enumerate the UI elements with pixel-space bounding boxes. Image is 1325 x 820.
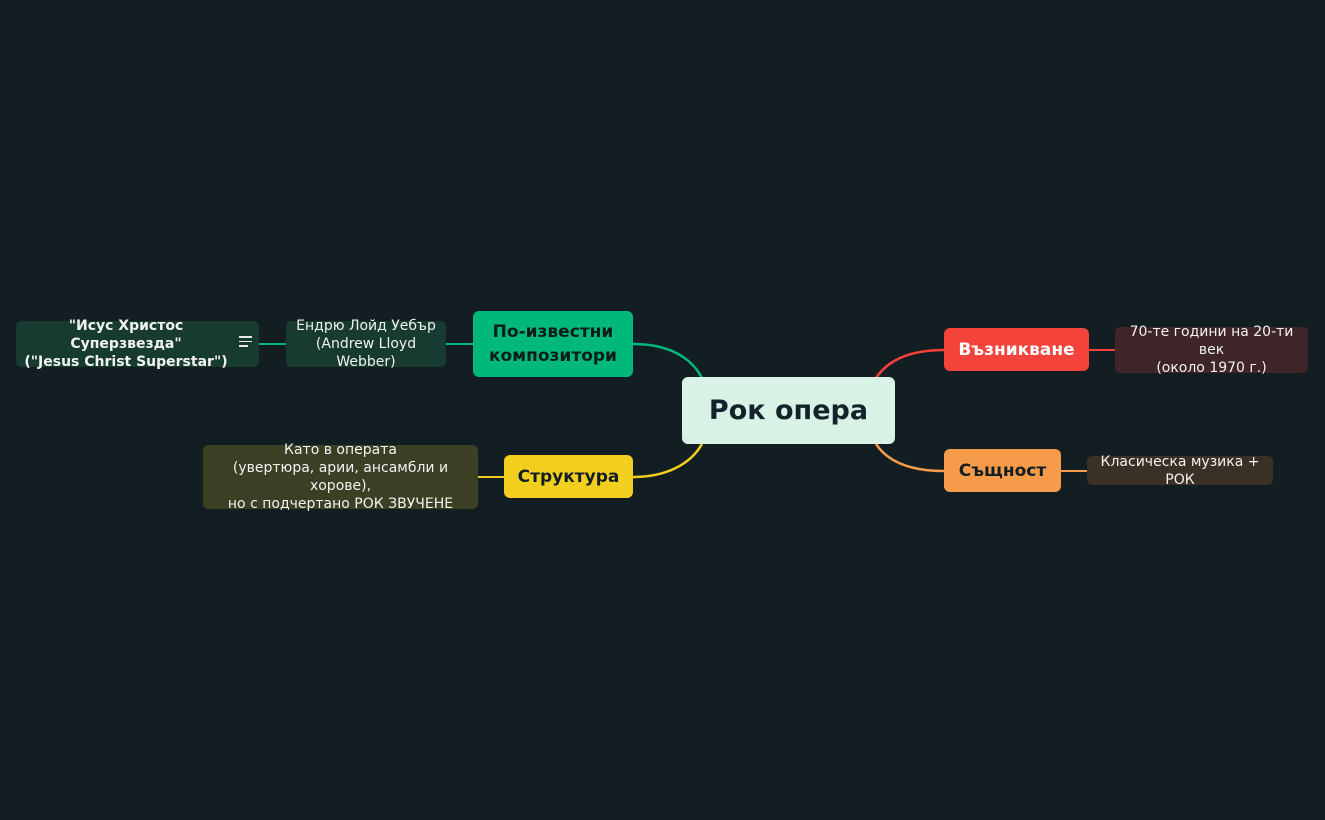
topic-jesus-christ-superstar[interactable]: "Исус Христос Суперзвезда" ("Jesus Chris… [16, 318, 259, 370]
topic-seventies-text: 70-те години на 20-ти век (около 1970 г.… [1121, 323, 1302, 377]
branch-origin-label: Възникване [958, 339, 1075, 360]
branch-origin[interactable]: Възникване [944, 328, 1089, 371]
topic-jcs-line2: ("Jesus Christ Superstar") [24, 354, 228, 370]
branch-composers[interactable]: По-известни композитори [473, 311, 633, 377]
link-central-essence [874, 443, 945, 473]
topic-lloyd-webber-text: Ендрю Лойд Уебър (Andrew Lloyd Webber) [292, 317, 440, 371]
link-central-composers [632, 342, 704, 379]
topic-jcs-line1: "Исус Христос Суперзвезда" [68, 318, 184, 352]
topic-classic-rock-text: Класическа музика + РОК [1100, 453, 1260, 488]
central-topic-title: Рок опера [708, 395, 869, 426]
branch-composers-label: По-известни композитори [489, 320, 617, 368]
topic-opera-structure[interactable]: Като в операта (увертюра, арии, ансамбли… [203, 442, 478, 512]
branch-composers-label-line2: композитори [489, 346, 617, 366]
topic-lloyd-webber-line1: Ендрю Лойд Уебър [296, 318, 436, 334]
topic-opera-line1: Като в операта [284, 442, 397, 458]
topic-opera-structure-text: Като в операта (увертюра, арии, ансамбли… [209, 441, 472, 513]
topic-jcs-text: "Исус Христос Суперзвезда" ("Jesus Chris… [22, 317, 230, 371]
topic-classic-rock[interactable]: Класическа музика + РОК [1087, 454, 1273, 488]
topic-lloyd-webber-line2: (Andrew Lloyd Webber) [315, 336, 417, 370]
branch-composers-label-line1: По-известни [492, 322, 614, 342]
note-icon[interactable] [239, 336, 252, 348]
central-topic[interactable]: Рок опера [682, 377, 895, 444]
branch-structure-label: Структура [517, 466, 620, 487]
branch-structure[interactable]: Структура [504, 455, 633, 498]
link-central-origin [874, 348, 945, 379]
topic-opera-line3: но с подчертано РОК ЗВУЧЕНЕ [227, 496, 454, 512]
topic-seventies-line2: (около 1970 г.) [1156, 360, 1267, 376]
topic-lloyd-webber[interactable]: Ендрю Лойд Уебър (Andrew Lloyd Webber) [286, 318, 446, 370]
branch-essence[interactable]: Същност [944, 449, 1061, 492]
topic-seventies[interactable]: 70-те години на 20-ти век (около 1970 г.… [1115, 324, 1308, 376]
topic-opera-line2: (увертюра, арии, ансамбли и хорове), [232, 460, 449, 494]
branch-essence-label: Същност [958, 460, 1047, 481]
topic-seventies-line1: 70-те години на 20-ти век [1129, 324, 1294, 358]
link-central-structure [632, 443, 704, 479]
